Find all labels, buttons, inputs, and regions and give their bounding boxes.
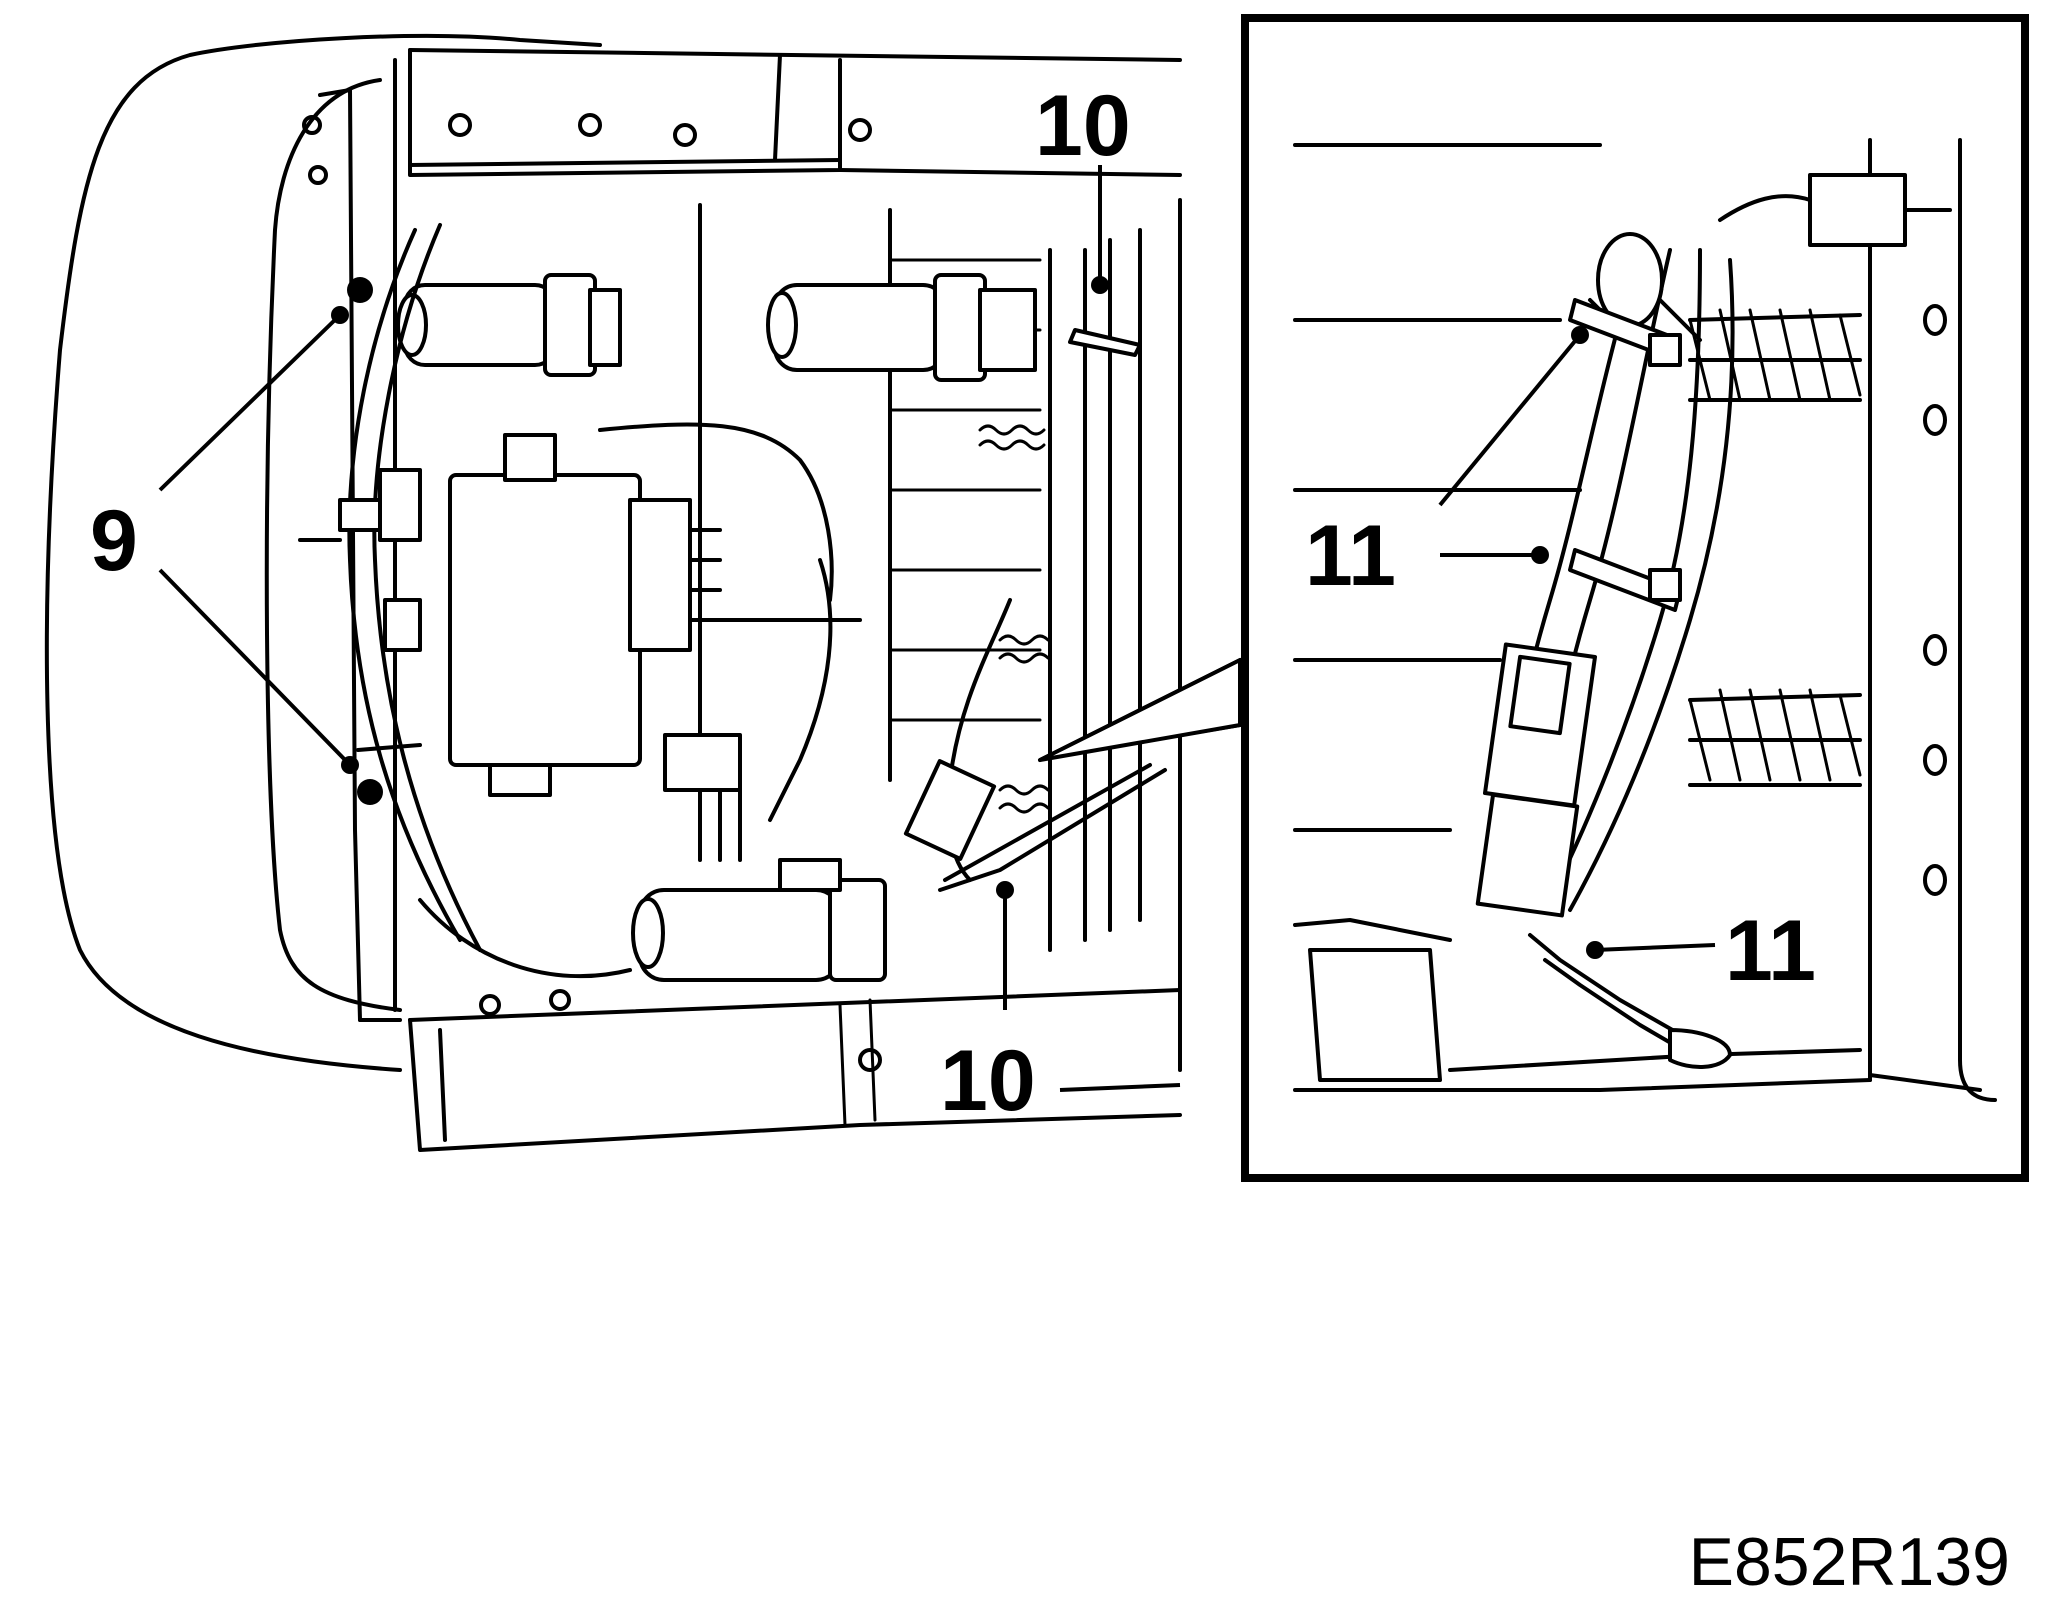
callout-11-top-label: 11 [1305,508,1396,604]
detail-top-connector [1808,173,1907,247]
upper-right-motor [766,273,1037,382]
figure-id-label: E852R139 [1689,1524,2010,1600]
callout-10-bottom-label: 10 [940,1033,1036,1129]
detail-inset [1241,14,2029,1182]
detail-cable-tie-middle [1568,548,1682,612]
seat-control-module [448,433,722,797]
detail-background-lines [1293,143,1602,832]
detail-coil-spring-lower [1688,688,1862,787]
callout-10-bottom: 10 [940,881,1181,1129]
detail-floor-bracket [1293,918,1982,1092]
callout-10-top-label: 10 [1035,78,1131,174]
callout-10-top: 10 [1035,78,1131,294]
lower-motor [631,858,887,982]
detail-coil-spring-upper [1688,308,1862,402]
callout-11-top: 11 [1305,326,1589,604]
wiring-harness [338,223,1012,979]
seat-cushion-inner-contour [264,78,402,1012]
lower-rail [408,988,1182,1152]
cable-tie-top [1068,328,1142,357]
detail-cable-tie-upper [1568,298,1682,367]
mounting-bolt [357,779,383,805]
detail-inline-connector [1475,642,1598,918]
upper-rail [408,48,1182,177]
callout-9: 9 [90,306,359,774]
seat-springs [978,424,1050,814]
callout-11-bottom-label: 11 [1725,903,1816,999]
mounting-bolt [347,277,373,303]
upper-left-motor [396,273,622,377]
callout-9-label: 9 [90,493,138,589]
cable-end [1668,1028,1732,1069]
callout-11-bottom: 11 [1586,903,1816,999]
seat-underside-view [44,33,1242,1152]
side-connector [903,759,1167,892]
seat-cushion-outline [44,33,602,1072]
